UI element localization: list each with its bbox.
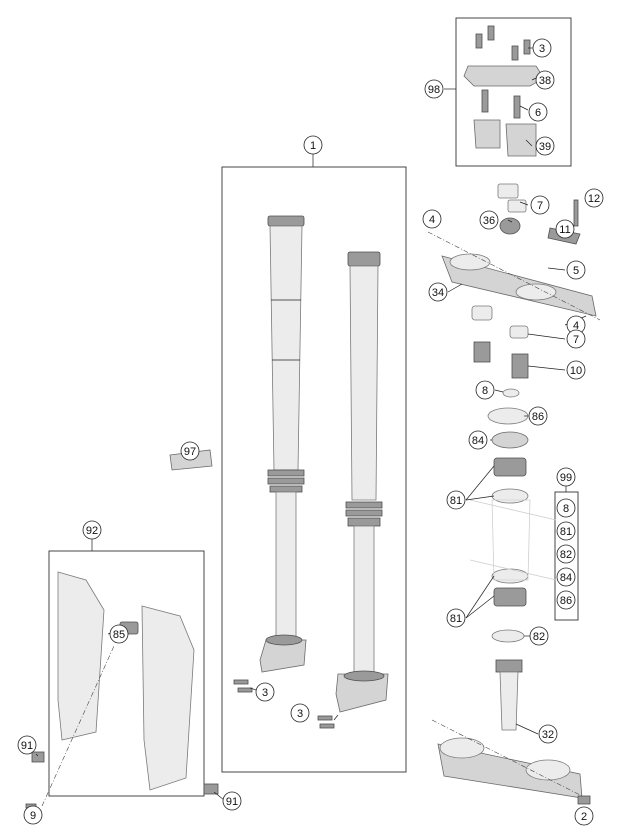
callout-3-clamp: 3 [532, 38, 552, 58]
callout-4-left: 4 [422, 209, 442, 229]
svg-text:38: 38 [539, 75, 551, 87]
callout-11: 11 [555, 219, 575, 239]
svg-text:3: 3 [297, 708, 303, 720]
callout-9: 9 [23, 805, 43, 825]
callout-99: 99 [556, 467, 576, 487]
small-parts [25, 449, 591, 809]
svg-text:97: 97 [184, 446, 196, 458]
steering-bushings [471, 305, 529, 379]
svg-text:4: 4 [573, 320, 579, 332]
callout-98: 98 [424, 79, 444, 99]
callout-36: 36 [479, 210, 499, 230]
callout-85: 85 [109, 624, 129, 644]
callout-3-left-screws: 3 [255, 682, 275, 702]
svg-text:8: 8 [563, 503, 569, 515]
group-box-99 [554, 491, 579, 621]
svg-text:4: 4 [429, 214, 435, 226]
lower-triple-clamp [437, 659, 583, 799]
svg-text:7: 7 [573, 334, 579, 346]
callout-91-left: 91 [17, 735, 37, 755]
svg-text:99: 99 [560, 472, 572, 484]
svg-text:81: 81 [560, 526, 572, 538]
svg-text:10: 10 [570, 365, 582, 377]
callout-32: 32 [538, 724, 558, 744]
svg-text:91: 91 [226, 796, 238, 808]
svg-text:81: 81 [450, 613, 462, 625]
svg-text:98: 98 [428, 84, 440, 96]
handlebar-clamp-parts [463, 25, 545, 157]
svg-text:8: 8 [482, 385, 488, 397]
callout-2: 2 [574, 806, 594, 826]
group-box-92 [48, 550, 205, 797]
callout-12: 12 [584, 188, 604, 208]
svg-text:12: 12 [588, 193, 600, 205]
svg-text:11: 11 [559, 224, 570, 236]
callout-6: 6 [528, 102, 548, 122]
svg-text:36: 36 [483, 215, 495, 227]
callout-38: 38 [535, 70, 555, 90]
callout-84: 84 [468, 430, 488, 450]
svg-text:86: 86 [532, 411, 544, 423]
callout-99-86: 86 [556, 590, 576, 610]
svg-text:34: 34 [432, 287, 444, 299]
callout-1: 1 [303, 135, 323, 155]
steering-stem-ghost [469, 499, 557, 581]
callout-91-right: 91 [222, 791, 242, 811]
svg-text:82: 82 [560, 549, 572, 561]
callout-81-upper: 81 [446, 490, 466, 510]
svg-text:84: 84 [560, 572, 572, 584]
callout-10: 10 [566, 360, 586, 380]
svg-text:1: 1 [310, 140, 316, 152]
callout-4-right: 4 [566, 315, 586, 335]
callout-7-top: 7 [530, 195, 550, 215]
callout-39: 39 [535, 136, 555, 156]
svg-text:3: 3 [262, 687, 268, 699]
callout-34: 34 [428, 282, 448, 302]
svg-text:81: 81 [450, 495, 462, 507]
svg-text:84: 84 [472, 435, 484, 447]
callout-8: 8 [475, 380, 495, 400]
callout-82: 82 [529, 626, 549, 646]
upper-triple-clamp [441, 183, 597, 317]
svg-text:9: 9 [30, 810, 36, 822]
callout-92: 92 [82, 520, 102, 540]
callout-86: 86 [528, 406, 548, 426]
svg-text:3: 3 [539, 43, 545, 55]
fork-leg-right [335, 251, 389, 713]
callout-7-bottom: 7 [566, 329, 586, 349]
svg-text:2: 2 [581, 811, 587, 823]
svg-text:91: 91 [21, 740, 33, 752]
callout-97: 97 [180, 441, 200, 461]
callout-99-81: 81 [556, 521, 576, 541]
svg-text:82: 82 [533, 631, 545, 643]
screw-pair-right [317, 715, 335, 729]
screw-pair-left [233, 679, 253, 693]
group-box-1 [221, 166, 407, 773]
bearing-stack [487, 388, 529, 643]
callout-99-8: 8 [556, 498, 576, 518]
svg-text:86: 86 [560, 595, 572, 607]
callout-99-84: 84 [556, 567, 576, 587]
svg-text:5: 5 [573, 265, 579, 277]
callout-81-lower: 81 [446, 608, 466, 628]
fork-protectors [57, 571, 195, 791]
fork-leg-left [259, 215, 307, 673]
svg-text:85: 85 [113, 629, 125, 641]
group-box-98 [455, 17, 572, 167]
callout-3-right-screws: 3 [290, 703, 310, 723]
callout-5: 5 [566, 260, 586, 280]
svg-text:6: 6 [535, 107, 541, 119]
callout-99-82: 82 [556, 544, 576, 564]
svg-text:39: 39 [539, 141, 551, 153]
svg-text:32: 32 [542, 729, 554, 741]
svg-text:92: 92 [86, 525, 98, 537]
svg-text:7: 7 [537, 200, 543, 212]
